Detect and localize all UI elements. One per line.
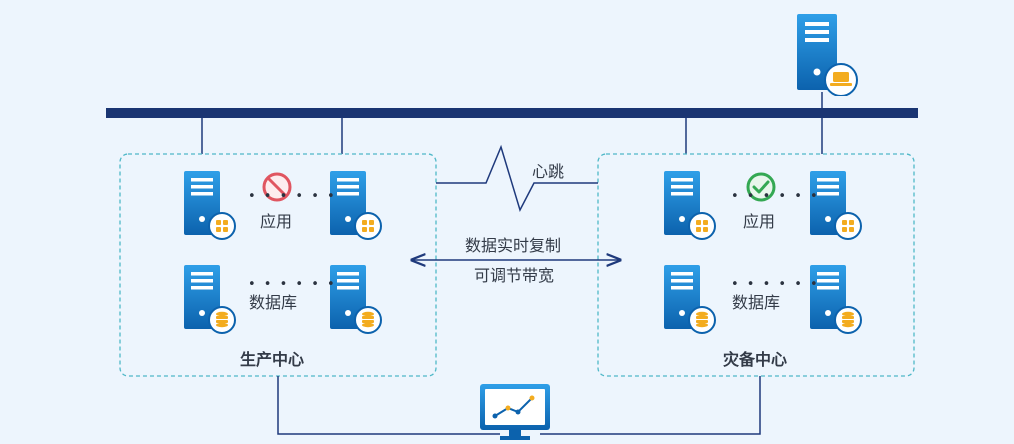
admin-server bbox=[797, 14, 858, 96]
check-circle-icon bbox=[745, 171, 777, 207]
monitor-link-line bbox=[540, 376, 761, 435]
dotted-link-production-app: • • • • • • bbox=[248, 189, 337, 204]
production-db-server-left bbox=[184, 265, 236, 337]
app-grid-badge-icon bbox=[354, 212, 382, 240]
production-db-label: 数据库 bbox=[249, 293, 298, 312]
network-bus bbox=[106, 108, 918, 118]
production-app-server-left bbox=[184, 171, 236, 243]
dotted-link-production-db: • • • • • • bbox=[248, 277, 337, 292]
dotted-link-disaster-app: • • • • • • bbox=[731, 189, 820, 204]
app-grid-badge-icon bbox=[834, 212, 862, 240]
app-grid-badge-icon bbox=[208, 212, 236, 240]
dotted-link-disaster-db: • • • • • • bbox=[731, 277, 820, 292]
production-center-title: 生产中心 bbox=[240, 350, 305, 369]
disaster-app-server-right bbox=[810, 171, 862, 243]
production-db-server-right bbox=[330, 265, 382, 337]
disaster-db-label: 数据库 bbox=[732, 293, 781, 312]
app-grid-badge-icon bbox=[688, 212, 716, 240]
production-app-server-right bbox=[330, 171, 382, 243]
bandwidth-label: 可调节带宽 bbox=[474, 266, 555, 285]
disaster-db-server-right bbox=[810, 265, 862, 337]
monitor-chart-icon bbox=[480, 384, 550, 444]
disaster-db-server-left bbox=[664, 265, 716, 337]
heartbeat-line bbox=[436, 144, 598, 212]
monitor-link-line bbox=[277, 376, 500, 435]
production-app-label: 应用 bbox=[260, 212, 293, 231]
disaster-app-server-left bbox=[664, 171, 716, 243]
replication-label: 数据实时复制 bbox=[465, 236, 562, 255]
disaster-app-label: 应用 bbox=[743, 212, 776, 231]
heartbeat-label: 心跳 bbox=[532, 162, 565, 181]
disaster-center-title: 灾备中心 bbox=[723, 350, 788, 369]
prohibited-icon bbox=[261, 171, 293, 207]
